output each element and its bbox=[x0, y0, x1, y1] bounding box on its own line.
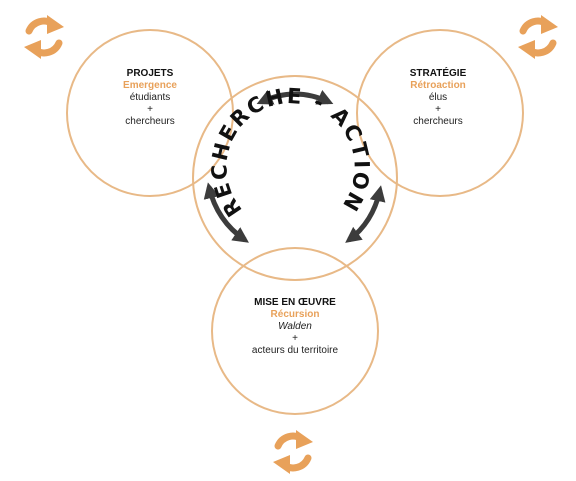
cycle-icon-top-left bbox=[24, 15, 64, 59]
strategie-text: STRATÉGIE Rétroaction élus + chercheurs bbox=[383, 68, 493, 128]
projets-text: PROJETS Emergence étudiants + chercheurs bbox=[95, 68, 205, 128]
cycle-icon-top-right bbox=[518, 15, 558, 59]
mise-line1: Walden bbox=[278, 321, 312, 332]
strategie-subtitle: Rétroaction bbox=[410, 80, 466, 91]
mise-plus: + bbox=[292, 333, 298, 344]
projets-title: PROJETS bbox=[126, 68, 174, 79]
strategie-line2: chercheurs bbox=[413, 116, 463, 127]
circle-strategie bbox=[356, 29, 524, 197]
mise-en-oeuvre-text: MISE EN ŒUVRE Récursion Walden + acteurs… bbox=[225, 297, 365, 357]
mise-subtitle: Récursion bbox=[270, 309, 320, 320]
circle-recherche-action bbox=[192, 75, 398, 281]
arrow-projets-strategie-icon bbox=[256, 89, 334, 105]
strategie-title: STRATÉGIE bbox=[409, 68, 467, 79]
projets-line1: étudiants bbox=[129, 92, 171, 103]
arrow-projets-mise-icon bbox=[203, 182, 249, 243]
strategie-line1: élus bbox=[428, 92, 448, 103]
mise-line2: acteurs du territoire bbox=[251, 345, 339, 356]
circle-mise-en-oeuvre bbox=[211, 247, 379, 415]
projets-subtitle: Emergence bbox=[123, 80, 177, 91]
cycle-icon-bottom bbox=[273, 430, 313, 474]
projets-line2: chercheurs bbox=[125, 116, 175, 127]
strategie-plus: + bbox=[435, 104, 441, 115]
projets-plus: + bbox=[147, 104, 153, 115]
mise-title: MISE EN ŒUVRE bbox=[254, 297, 336, 308]
circle-projets bbox=[66, 29, 234, 197]
arrow-strategie-mise-icon bbox=[345, 185, 386, 243]
